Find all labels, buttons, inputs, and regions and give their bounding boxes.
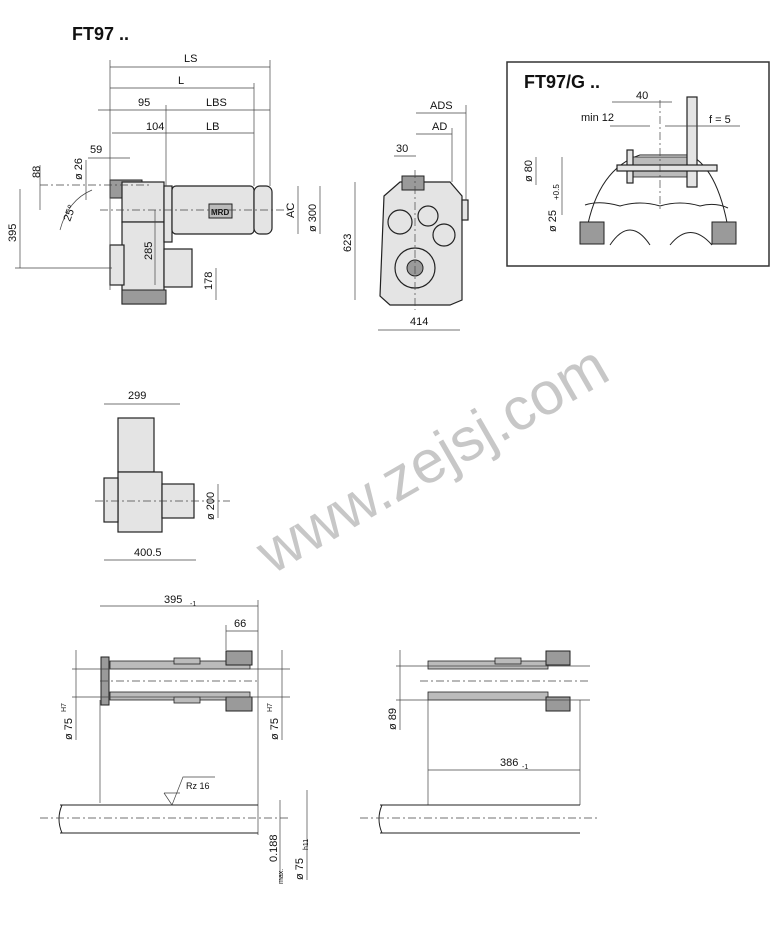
hollow-shaft-right: ø 89 386 -1 xyxy=(360,650,600,834)
adapter xyxy=(163,185,173,243)
dim-d89: ø 89 xyxy=(387,708,399,730)
dim-d25: ø 25 xyxy=(547,210,559,232)
flange xyxy=(109,244,125,286)
gear-housing-top xyxy=(121,181,165,223)
dim-104: 104 xyxy=(146,121,164,133)
dim-f5: f = 5 xyxy=(709,114,731,126)
title-detail: FT97/G .. xyxy=(524,72,600,92)
dim-414: 414 xyxy=(410,316,428,328)
side-view: MRD LS L 95 LBS 104 LB 59 ø 26 88 25° 39… xyxy=(7,53,321,305)
motor-badge: MRD xyxy=(208,203,233,219)
output-hub xyxy=(163,248,193,288)
svg-text:MRD: MRD xyxy=(211,208,229,217)
dim-285: 285 xyxy=(143,242,155,260)
dim-shaft-tolerance: h11 xyxy=(303,839,310,850)
dim-178: 178 xyxy=(203,272,215,290)
dim-shaft-d75: ø 75 xyxy=(294,858,306,880)
dim-d26: ø 26 xyxy=(73,158,85,180)
dim-d200: ø 200 xyxy=(205,492,217,520)
watermark: www.zejsj.com xyxy=(244,332,619,587)
dim-ADS: ADS xyxy=(430,100,453,112)
dim-400-5: 400.5 xyxy=(134,547,162,559)
dim-bore-left-tolerance: H7 xyxy=(61,703,68,712)
dim-40: 40 xyxy=(636,90,648,102)
dim-AD: AD xyxy=(432,121,447,133)
dim-LS: LS xyxy=(184,53,197,65)
dim-623: 623 xyxy=(342,234,354,252)
title-main: FT97 .. xyxy=(72,24,129,44)
surface-roughness: Rz 16 xyxy=(186,781,210,791)
dim-395-shaft: 395 xyxy=(164,594,182,606)
dim-0-188: 0.188 xyxy=(268,834,280,862)
top-view: 299 ø 200 400.5 xyxy=(95,390,230,561)
dim-LBS: LBS xyxy=(206,97,227,109)
dim-66: 66 xyxy=(234,618,246,630)
dim-88: 88 xyxy=(31,166,43,178)
dim-386-tolerance: -1 xyxy=(522,764,528,771)
dim-395-tolerance: -1 xyxy=(190,601,196,608)
dim-95: 95 xyxy=(138,97,150,109)
dim-299: 299 xyxy=(128,390,146,402)
dim-d80: ø 80 xyxy=(523,160,535,182)
dim-d25-tolerance: +0.5 xyxy=(552,184,561,200)
hollow-shaft-left: 395 -1 66 ø 75 H7 ø 75 H7 Rz 16 max. 0.1… xyxy=(40,594,310,884)
front-view: ADS AD 30 623 414 xyxy=(342,100,469,331)
dim-angle: 25° xyxy=(62,203,79,223)
dim-AC: AC xyxy=(285,203,297,218)
dim-LB: LB xyxy=(206,121,219,133)
dim-d300: ø 300 xyxy=(307,204,319,232)
dim-min12: min 12 xyxy=(581,112,614,124)
foot xyxy=(121,289,167,305)
dim-bore-left: ø 75 xyxy=(63,718,75,740)
dim-386: 386 xyxy=(500,757,518,769)
dim-bore-right-tolerance: H7 xyxy=(267,703,274,712)
dim-bore-right: ø 75 xyxy=(269,718,281,740)
dim-59: 59 xyxy=(90,144,102,156)
detail-view-ft97g: FT97/G .. 40 min 12 f = 5 ø 80 ø 25 +0.5 xyxy=(506,61,770,267)
dim-L: L xyxy=(178,75,184,87)
dim-30: 30 xyxy=(396,143,408,155)
dim-395: 395 xyxy=(7,224,19,242)
dim-max-label: max. xyxy=(278,869,285,884)
